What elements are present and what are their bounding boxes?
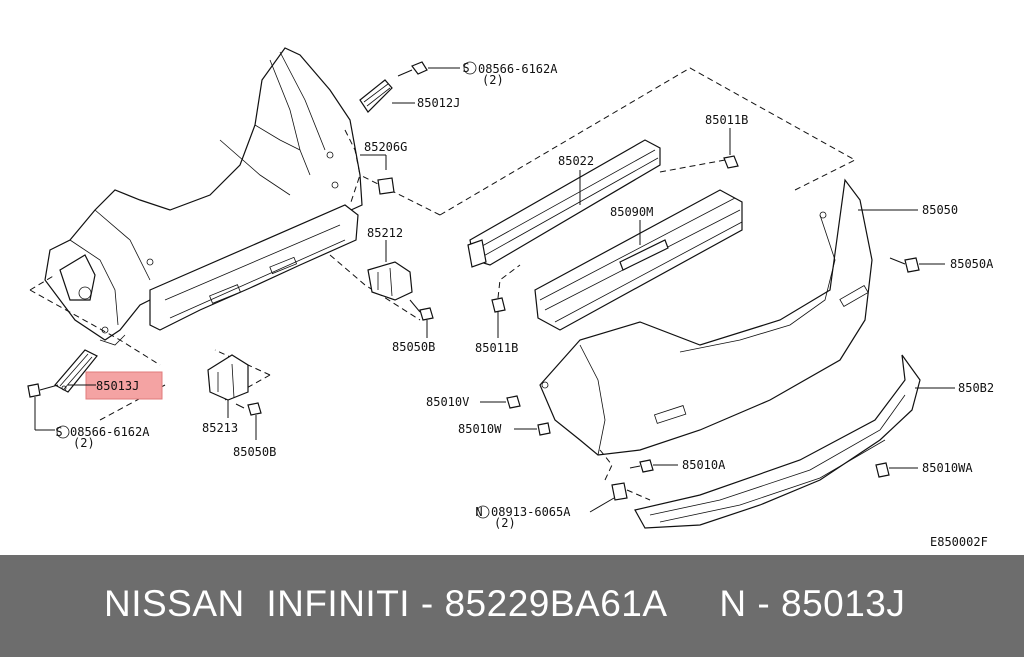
symbol-s-left: S bbox=[55, 425, 62, 439]
label-85050B-right: 85050B bbox=[392, 340, 435, 354]
label-85050A: 85050A bbox=[950, 257, 994, 271]
bracket-85213 bbox=[207, 354, 249, 418]
label-nut-qty: (2) bbox=[494, 516, 516, 530]
diagram-svg: S 08566-6162A (2) 85012J 85206G 85212 85… bbox=[27, 47, 994, 549]
parts-diagram: S 08566-6162A (2) 85012J 85206G 85212 85… bbox=[27, 47, 995, 549]
label-85213: 85213 bbox=[202, 421, 238, 435]
bumper-fascia-85050 bbox=[539, 178, 918, 456]
bolt-85050B-right bbox=[409, 299, 434, 338]
label-85206G: 85206G bbox=[364, 140, 407, 154]
clip-85206G bbox=[360, 154, 395, 195]
nut-85011B-top bbox=[659, 128, 739, 173]
bracket-85012J bbox=[359, 79, 415, 113]
bracket-85212 bbox=[367, 240, 413, 301]
leader-dashed-left bbox=[29, 274, 271, 421]
bolt-top bbox=[397, 61, 477, 77]
symbol-s-top: S bbox=[462, 61, 469, 75]
nut-08913 bbox=[476, 449, 651, 519]
bolt-85050A bbox=[889, 257, 945, 273]
bolt-85050B-left bbox=[235, 402, 262, 440]
label-clip-left-code: 08566-6162A bbox=[70, 425, 150, 439]
label-85050: 85050 bbox=[922, 203, 958, 217]
label-85010W: 85010W bbox=[458, 422, 502, 436]
reinforcement-85022 bbox=[467, 139, 661, 268]
label-85011B-bottom: 85011B bbox=[475, 341, 518, 355]
label-85022: 85022 bbox=[558, 154, 594, 168]
nut-85011B-bottom bbox=[491, 264, 521, 338]
label-85010V: 85010V bbox=[426, 395, 469, 409]
absorber-85090M bbox=[534, 189, 743, 331]
leader-dashed-top bbox=[329, 129, 421, 321]
label-85011B-top: 85011B bbox=[705, 113, 748, 127]
label-85212: 85212 bbox=[367, 226, 403, 240]
label-85012J: 85012J bbox=[417, 96, 460, 110]
part-number-banner: NISSAN INFINITI - 85229BA61A N - 85013J bbox=[0, 555, 1024, 657]
clip-85010WA bbox=[875, 462, 918, 478]
label-85090M: 85090M bbox=[610, 205, 653, 219]
diagram-id: E850002F bbox=[930, 535, 988, 549]
symbol-n: N bbox=[475, 505, 482, 519]
label-850B2: 850B2 bbox=[958, 381, 994, 395]
label-clip-top-code: 08566-6162A bbox=[478, 62, 558, 76]
label-85050B-left: 85050B bbox=[233, 445, 276, 459]
label-nut-code: 08913-6065A bbox=[491, 505, 571, 519]
bracket-85013J bbox=[54, 349, 98, 393]
bolt-left bbox=[27, 383, 70, 439]
banner-text: NISSAN INFINITI - 85229BA61A N - 85013J bbox=[104, 583, 906, 624]
label-clip-top-qty: (2) bbox=[482, 73, 504, 87]
lower-diffuser-850B2 bbox=[634, 354, 955, 529]
label-85010A: 85010A bbox=[682, 458, 726, 472]
fasteners-85010 bbox=[480, 395, 678, 473]
label-clip-left-qty: (2) bbox=[73, 436, 95, 450]
label-85013J: 85013J bbox=[96, 379, 139, 393]
leader-dashed-frame bbox=[359, 67, 857, 216]
rear-body-panel bbox=[44, 47, 363, 346]
label-85010WA: 85010WA bbox=[922, 461, 973, 475]
